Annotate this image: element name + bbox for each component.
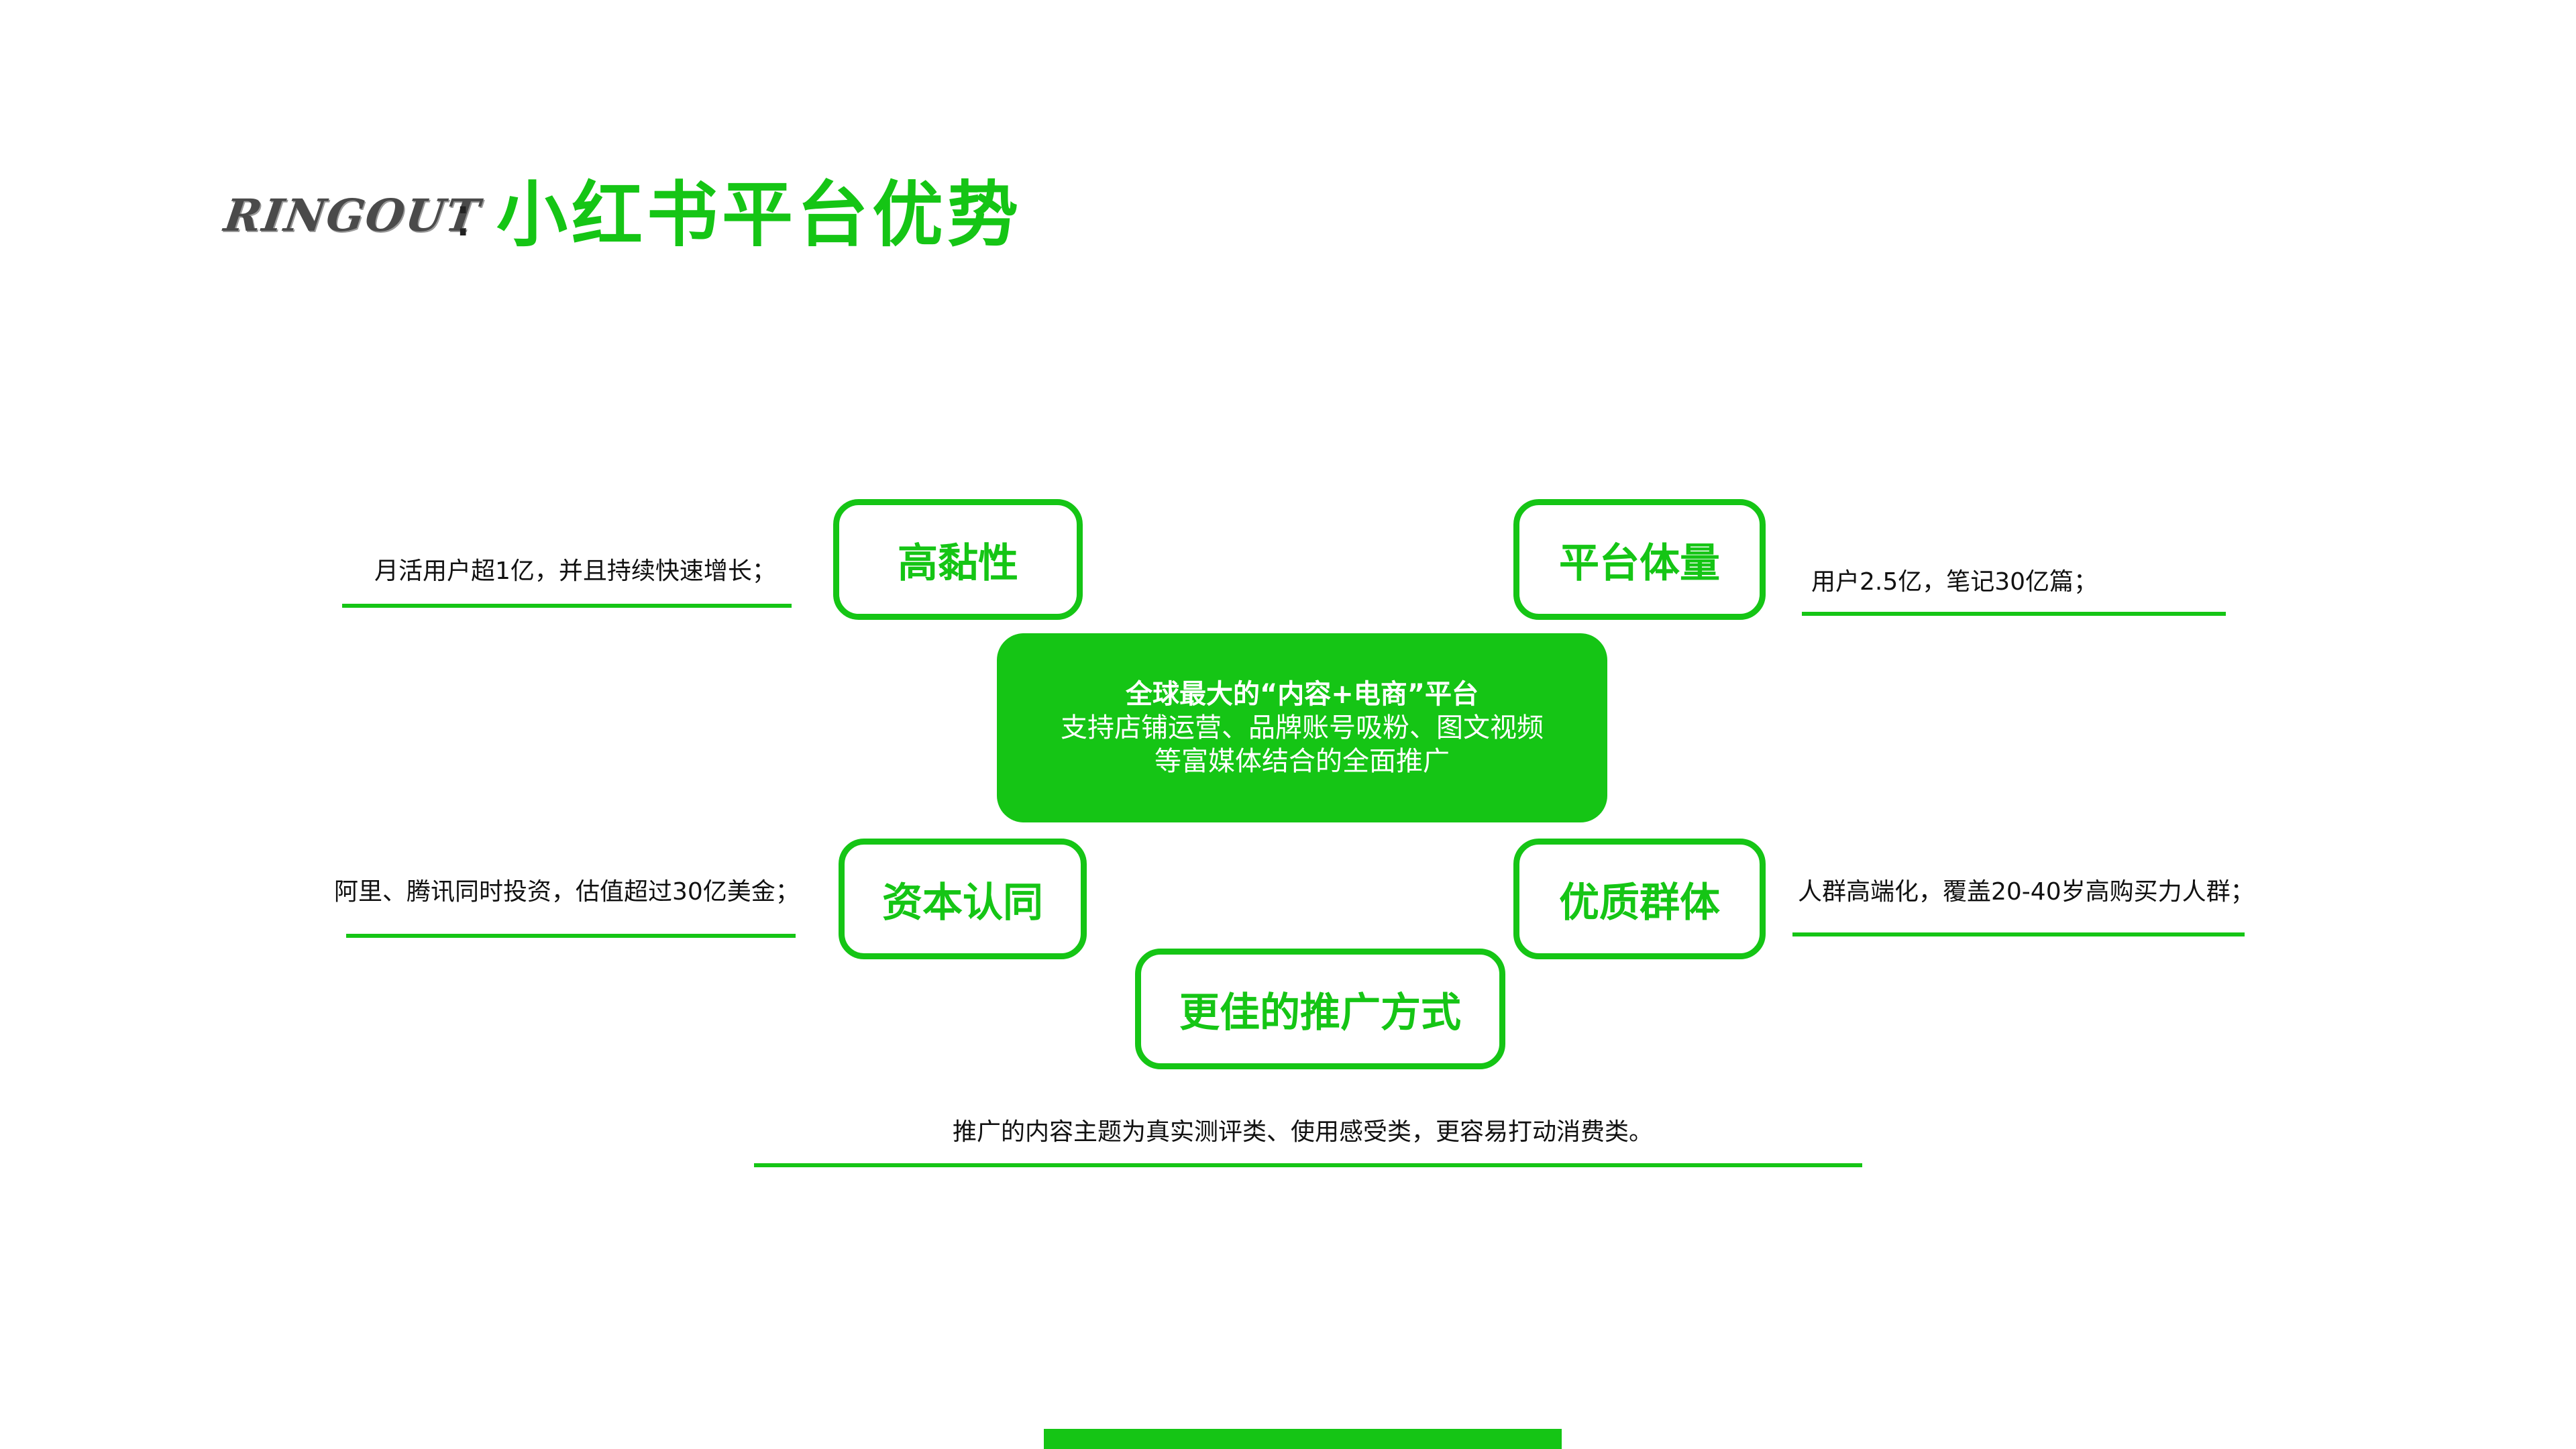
- center-box: 全球最大的“内容+电商”平台 支持店铺运营、品牌账号吸粉、图文视频 等富媒体结合…: [997, 633, 1607, 822]
- node-stickiness: 高黏性: [833, 499, 1083, 620]
- desc-platform-volume: 用户2.5亿，笔记30亿篇；: [1811, 568, 2098, 596]
- underline-capital-recognition: [346, 934, 796, 938]
- underline-quality-group: [1792, 932, 2245, 936]
- desc-quality-group: 人群高端化，覆盖20-40岁高购买力人群；: [1798, 878, 2255, 906]
- underline-stickiness: [342, 604, 792, 608]
- node-quality-group: 优质群体: [1513, 839, 1766, 959]
- center-line-2: 等富媒体结合的全面推广: [1155, 746, 1450, 777]
- center-line-1: 支持店铺运营、品牌账号吸粉、图文视频: [1061, 712, 1544, 743]
- page-title: 小红书平台优势: [496, 174, 1022, 256]
- desc-capital-recognition: 阿里、腾讯同时投资，估值超过30亿美金；: [334, 878, 800, 906]
- node-promotion-method: 更佳的推广方式: [1135, 949, 1505, 1069]
- node-capital-recognition: 资本认同: [839, 839, 1087, 959]
- brand-logo: RINGOUT: [221, 189, 484, 241]
- underline-platform-volume: [1802, 612, 2226, 616]
- desc-promotion-method: 推广的内容主题为真实测评类、使用感受类，更容易打动消费类。: [953, 1118, 1654, 1146]
- underline-promotion-method: [754, 1163, 1862, 1167]
- center-title: 全球最大的“内容+电商”平台: [1125, 679, 1479, 710]
- node-platform-volume: 平台体量: [1513, 499, 1766, 620]
- bottom-accent-bar: [1044, 1429, 1562, 1449]
- title-colon: :: [453, 183, 473, 249]
- desc-stickiness: 月活用户超1亿，并且持续快速增长；: [374, 557, 776, 585]
